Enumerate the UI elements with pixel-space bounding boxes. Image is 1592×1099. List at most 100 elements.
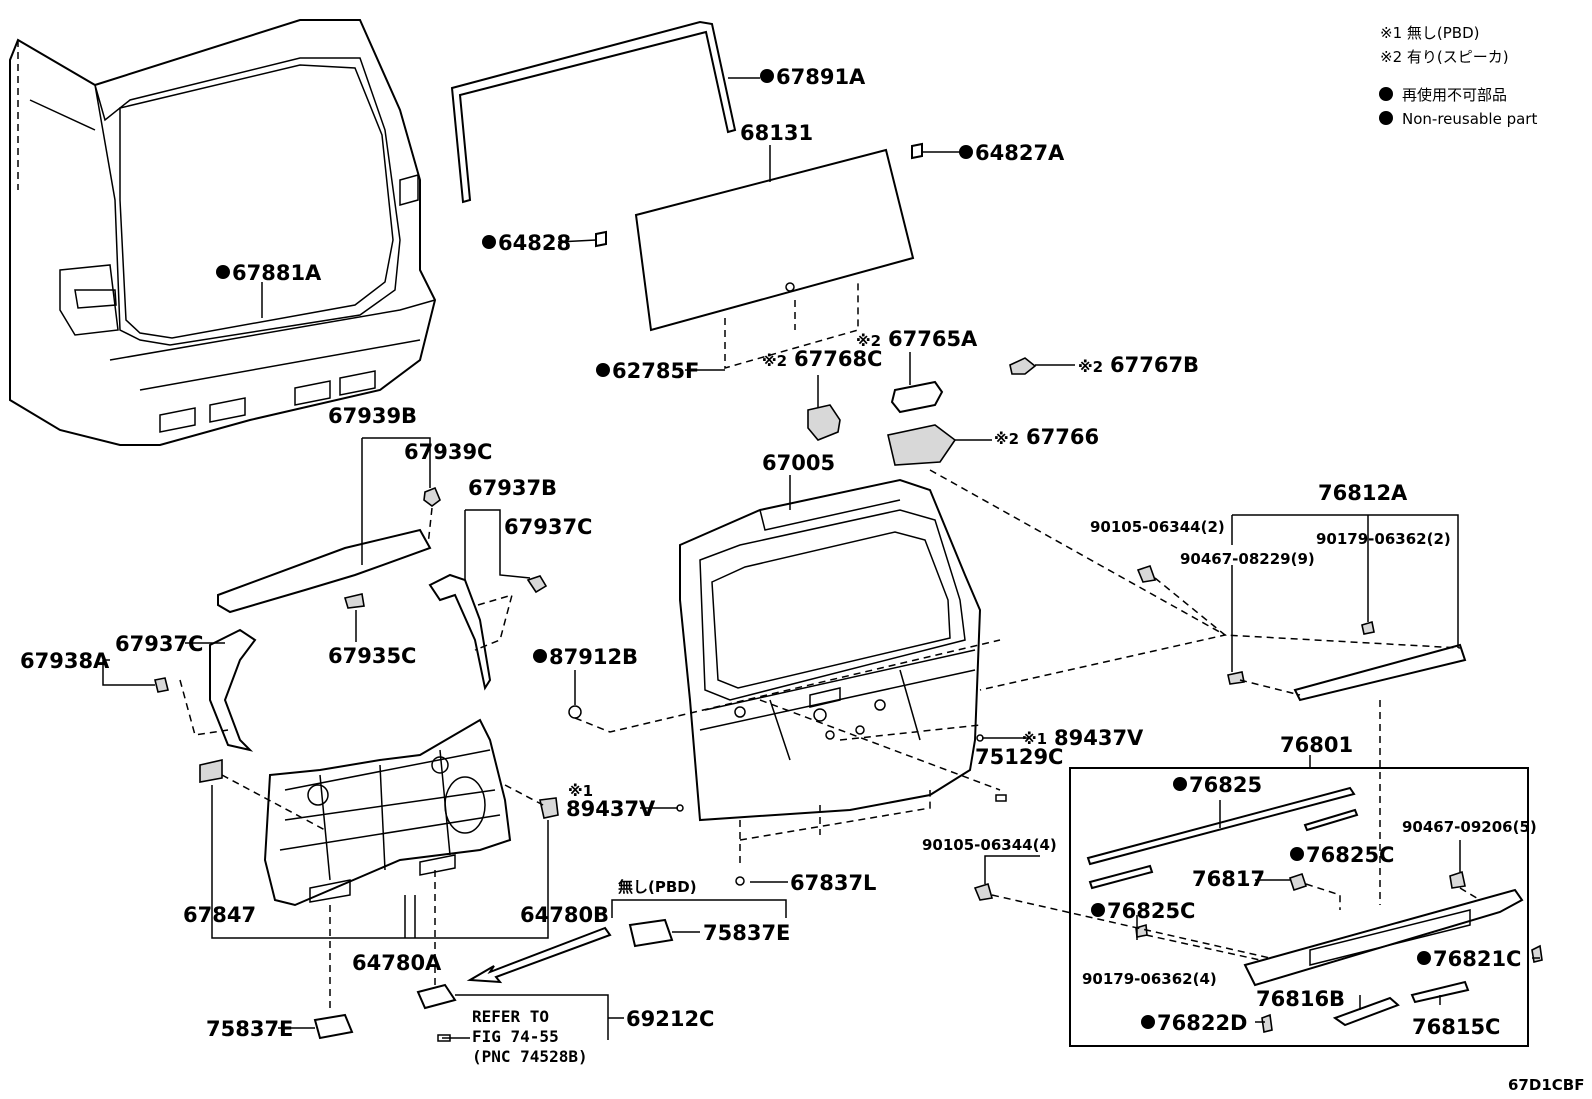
refer-line-1: REFER TO [472,1007,549,1026]
refer-line-3: (PNC 74528B) [472,1047,588,1066]
label-75129c: 75129C [975,745,1063,769]
back-door-panel-67005 [679,478,982,822]
handle-69212c [416,983,457,1010]
bolt-90105-2 [1136,564,1157,583]
legend-note-1: ※1 無し(PBD) [1380,24,1479,42]
clip-67938a [154,677,169,693]
label-67935c: 67935C [328,644,416,668]
label-90105-2: 90105-06344(2) [1090,518,1225,536]
trim-67939b [217,528,432,614]
label-pbd-note: 無し(PBD) [618,878,697,896]
clip-76817 [1288,872,1308,892]
label-69212c: 69212C [626,1007,714,1031]
clip-67847 [199,758,223,783]
label-90467-9: 90467-08229(9) [1180,550,1315,568]
label-64780a: 64780A [352,951,442,975]
label-75837e-left: 75837E [206,1017,293,1041]
label-89437v-left: 89437V [566,797,656,821]
assembly-box-76801 [1069,767,1529,1047]
label-64780b: 64780B [520,903,609,927]
clip-90467-5 [1449,870,1466,889]
refer-line-2: FIG 74-55 [472,1027,559,1046]
clip-64827a [911,142,923,160]
label-67939c: 67939C [404,440,492,464]
speaker-bracket-67766 [887,424,957,466]
label-90179-4: 90179-06362(4) [1082,970,1217,988]
legend-nonreusable-en: Non-reusable part [1402,110,1537,128]
speaker-67768c [807,404,841,441]
label-68131: 68131 [740,121,813,145]
trim-board-64780a [263,718,512,907]
label-67837l: 67837L [790,871,876,895]
label-67937b: 67937B [468,476,557,500]
label-67881a: 67881A [232,261,322,285]
cover-75837e-right [628,918,674,948]
vehicle-rear-illustration [9,19,437,446]
cover-75837e-left [313,1013,354,1040]
clip-90467-9 [1227,671,1245,685]
label-67767b: 67767B [1110,353,1199,377]
clip-67939c [423,486,441,507]
non-reusable-dot-icon [1379,87,1393,101]
clip-67935c [343,593,365,609]
label-62785f: 62785F [612,359,699,383]
label-76816b: 76816B [1256,987,1345,1011]
weatherstrip-67891a [450,20,737,204]
molding-76825c-left [1088,864,1154,890]
nut-90179-2 [1361,620,1375,635]
label-67766: 67766 [1026,425,1099,449]
label-76812a: 76812A [1318,481,1408,505]
label-90179-2: 90179-06362(2) [1316,530,1451,548]
label-76801: 76801 [1280,733,1353,757]
trim-67937c-left [209,628,257,752]
label-76817: 76817 [1192,867,1265,891]
label-64828: 64828 [498,231,571,255]
plug-87912b [568,705,582,719]
part-labels: 67891A 68131 64827A 64828 67881A 62785F … [20,65,1584,1094]
grommet-67767b [1009,357,1037,375]
label-89437v-right: 89437V [1054,726,1144,750]
clip-76822d [1261,1013,1273,1033]
label-76825: 76825 [1189,773,1262,797]
label-67938a: 67938A [20,649,110,673]
label-76825c-left: 76825C [1107,899,1195,923]
label-67005: 67005 [762,451,835,475]
label-90467-5: 90467-09206(5) [1402,818,1537,836]
label-76825c-right: 76825C [1306,843,1394,867]
bolt-90105-4 [973,882,994,901]
bracket-76816b [1332,996,1400,1027]
clip-67937c-right [526,575,548,594]
label-67847: 67847 [183,903,256,927]
mark-2-67766: ※2 [994,430,1019,448]
garnish-76812a [1293,643,1467,702]
label-67937c-left: 67937C [115,632,203,656]
mark-2-67767b: ※2 [1078,358,1103,376]
label-67891a: 67891A [776,65,866,89]
legend-note-2: ※2 有り(スピーカ) [1380,48,1509,66]
refer-arrow [466,926,612,984]
label-76815c: 76815C [1412,1015,1500,1039]
label-76822d: 76822D [1157,1011,1248,1035]
legend: ※1 無し(PBD) ※2 有り(スピーカ) 再使用不可部品 Non-reusa… [1379,24,1537,128]
label-67937c-right: 67937C [504,515,592,539]
mark-2-67765a: ※2 [856,332,881,350]
clip-64780b [539,797,559,819]
label-87912b: 87912B [549,645,638,669]
legend-nonreusable-jp: 再使用不可部品 [1402,86,1507,104]
trim-67937b [428,573,492,691]
label-64827a: 64827A [975,141,1065,165]
mark-2-67768c: ※2 [762,352,787,370]
label-90105-4: 90105-06344(4) [922,836,1057,854]
diagram-code: 67D1CBF [1508,1076,1584,1094]
molding-76825c-right [1303,808,1359,832]
label-67939b: 67939B [328,404,417,428]
non-reusable-dot-icon-en [1379,111,1393,125]
back-door-glass-68131 [634,148,915,332]
bracket-76815c [1410,980,1470,1004]
label-76821c: 76821C [1433,947,1521,971]
mark-1-89437v-right: ※1 [1022,730,1047,748]
bracket-67765a [890,380,944,414]
clip-64828 [595,230,607,248]
label-67765a: 67765A [888,327,978,351]
